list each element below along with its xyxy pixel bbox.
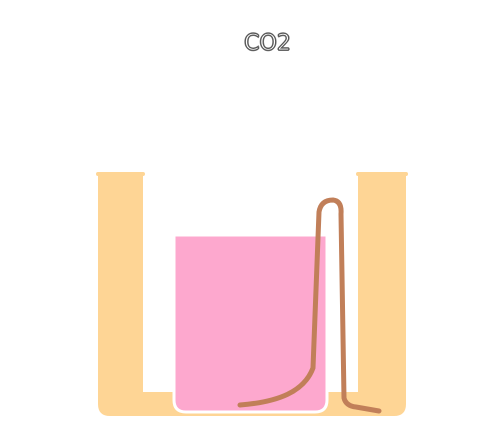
outer-container-left-rim xyxy=(96,172,145,176)
outer-container-right-rim xyxy=(356,172,408,176)
outer-container-icon xyxy=(98,173,406,416)
delivery-tube-icon xyxy=(237,197,382,414)
gas-label: CO2 xyxy=(244,31,292,57)
inner-beaker-icon xyxy=(172,233,329,414)
